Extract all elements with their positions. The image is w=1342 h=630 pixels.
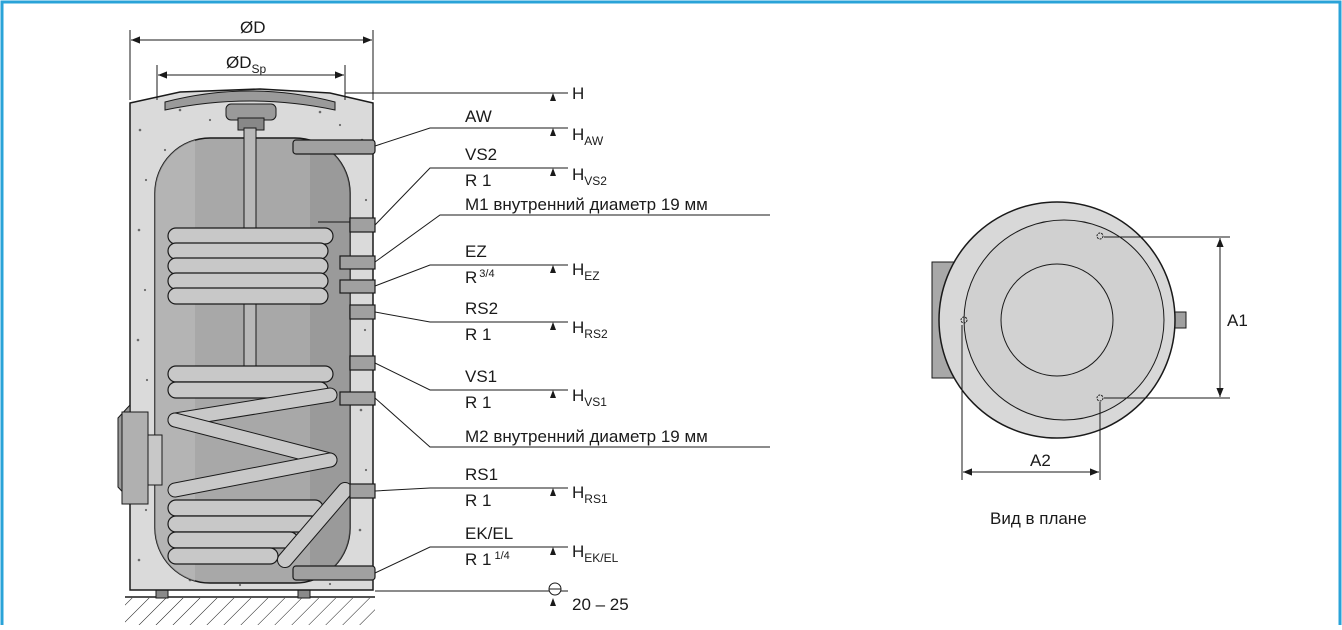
plan-a2-label: A2 (1030, 451, 1051, 470)
rs1-thread: R 1 (465, 491, 491, 510)
aw-nozzle (292, 139, 376, 155)
vs1-name: VS1 (465, 367, 497, 386)
tank-foot-left (155, 589, 169, 599)
ekel-name: EK/EL (465, 524, 513, 543)
vs1-height-label: HVS1 (572, 386, 607, 409)
ekel-nozzle (292, 565, 376, 581)
ez-nozzle (339, 279, 376, 294)
rs2-nozzle (349, 304, 376, 320)
diameter-dimension (129, 30, 374, 100)
inspection-flange (117, 403, 163, 505)
rs1-height-label: HRS1 (572, 483, 608, 506)
vs2-nozzle (349, 217, 376, 233)
plan-view-caption: Вид в плане (990, 509, 1087, 528)
rs2-name: RS2 (465, 299, 498, 318)
ez-name: EZ (465, 242, 487, 261)
height-h-label: H (572, 84, 584, 103)
m1-nozzle (339, 255, 376, 270)
upper-heating-coil (167, 227, 334, 305)
storage-diameter-label: ØDSp (226, 53, 267, 76)
tank-foot-right (297, 589, 311, 599)
vs2-thread: R 1 (465, 171, 491, 190)
rs2-height-label: HRS2 (572, 318, 608, 341)
vs2-height-label: HVS2 (572, 165, 607, 188)
ez-height-label: HEZ (572, 260, 600, 283)
plan-inner-circle (1000, 263, 1114, 377)
ground-gap-label: 20 – 25 (572, 595, 629, 614)
ground (125, 596, 375, 625)
vs2-name: VS2 (465, 145, 497, 164)
rs2-thread: R 1 (465, 325, 491, 344)
vs1-nozzle (349, 355, 376, 371)
m2-nozzle (339, 391, 376, 406)
ekel-height-label: HEK/EL (572, 542, 619, 565)
aw-height-label: HAW (572, 125, 604, 148)
diameter-label: ØD (240, 18, 266, 37)
tank-top-lid (164, 90, 336, 111)
plan-view (931, 201, 1230, 480)
aw-name: AW (465, 107, 492, 126)
rs1-nozzle (349, 483, 376, 499)
plan-a1-label: A1 (1227, 311, 1248, 330)
m2-label: M2 внутренний диаметр 19 мм (465, 427, 708, 446)
vs1-thread: R 1 (465, 393, 491, 412)
m1-label: M1 внутренний диаметр 19 мм (465, 195, 708, 214)
lower-heating-coil (167, 365, 338, 565)
rs1-name: RS1 (465, 465, 498, 484)
